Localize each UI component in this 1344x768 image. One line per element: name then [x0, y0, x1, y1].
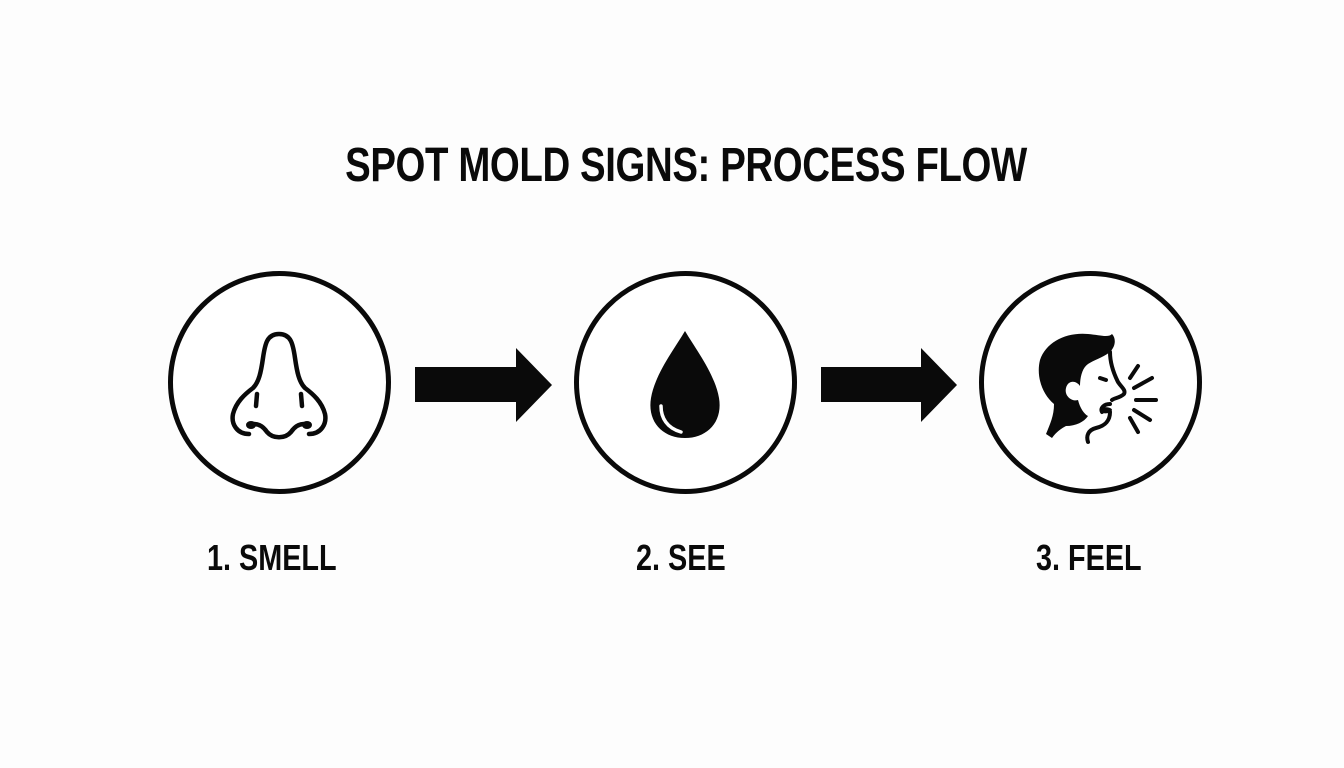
step-3-circle — [979, 271, 1202, 494]
arrow-right-icon — [821, 348, 957, 422]
step-1-label: 1. SMELL — [207, 537, 337, 578]
water-drop-icon — [650, 331, 720, 438]
arrow-right-icon — [415, 348, 552, 422]
step-3-label: 3. FEEL — [1036, 537, 1142, 578]
nose-icon — [230, 331, 328, 440]
diagram-title: SPOT MOLD SIGNS: PROCESS FLOW — [345, 139, 1027, 192]
coughing-person-icon — [1038, 333, 1158, 444]
step-2-label: 2. SEE — [636, 537, 726, 578]
step-1-circle — [168, 271, 391, 494]
step-2-circle — [574, 271, 797, 494]
